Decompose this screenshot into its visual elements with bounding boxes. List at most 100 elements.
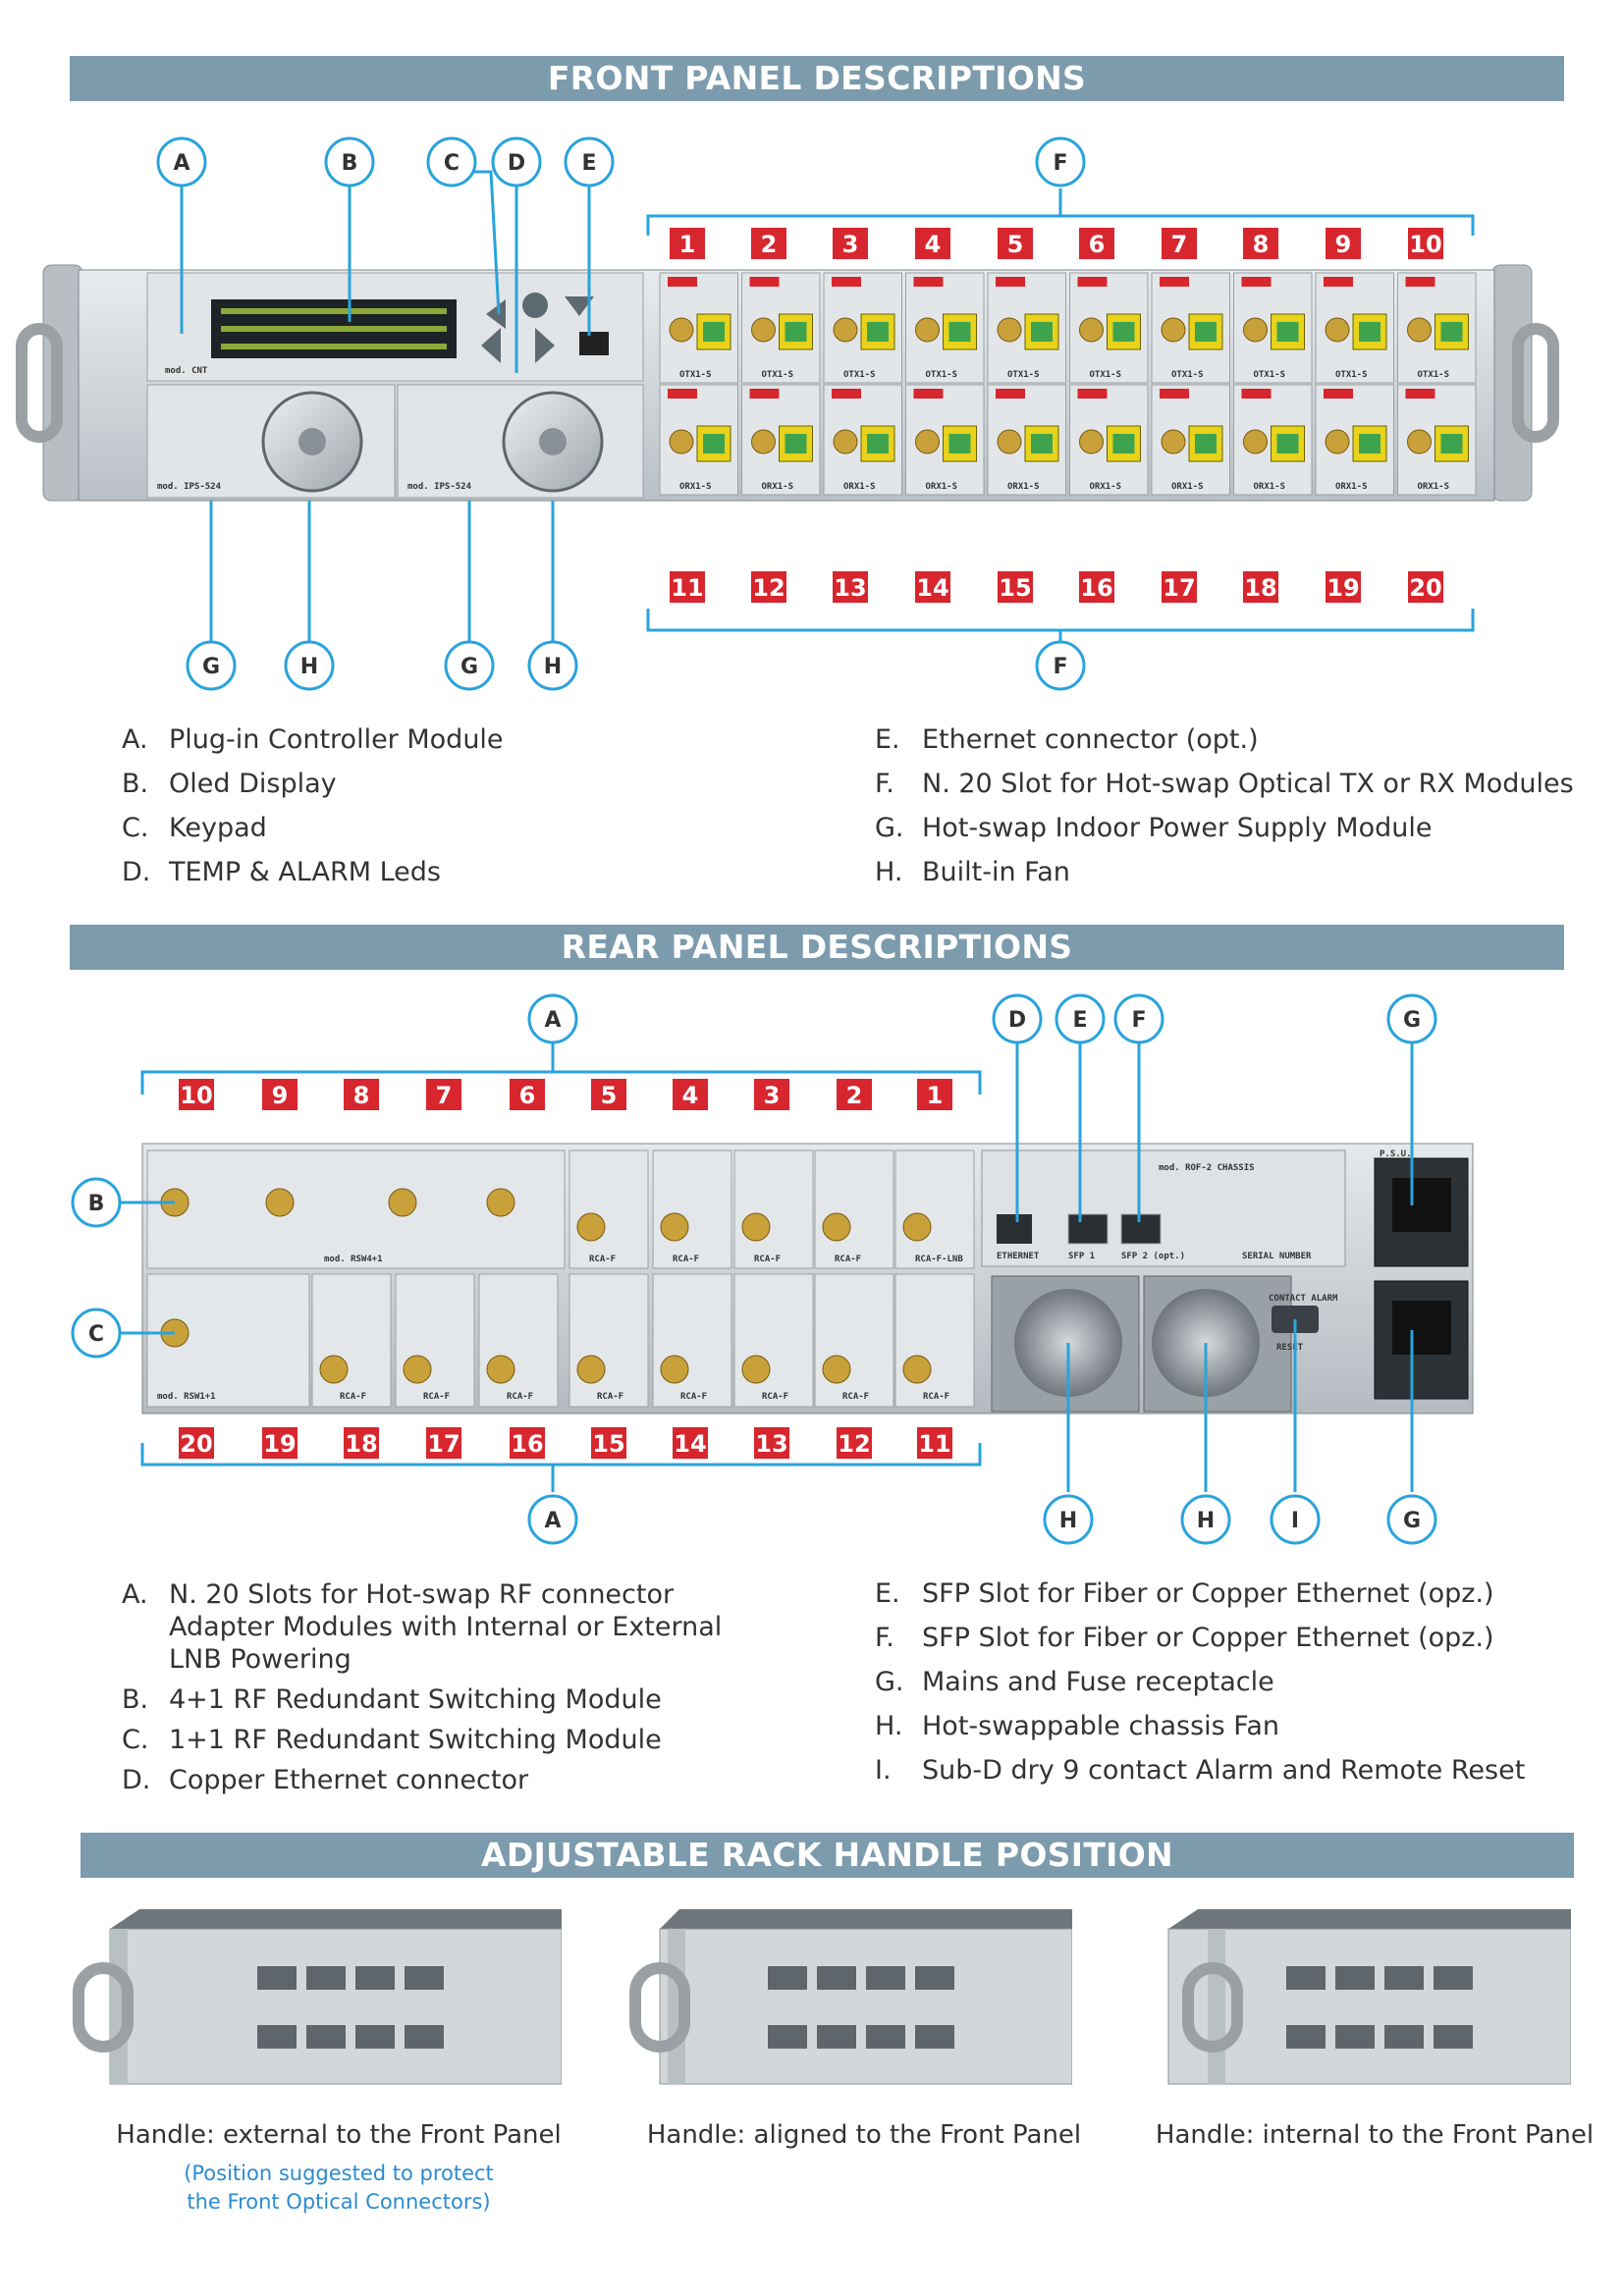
- slot-number-8: 8: [1243, 228, 1278, 259]
- svg-text:F: F: [1053, 655, 1067, 679]
- slot-number-13: 13: [833, 571, 868, 603]
- optical-tx-slot: OTX1-S: [1151, 272, 1230, 384]
- svg-text:G: G: [202, 655, 220, 679]
- front-item-g: G.Hot-swap Indoor Power Supply Module: [875, 813, 1433, 843]
- handle-note-line-2: the Front Optical Connectors): [187, 2190, 491, 2214]
- rear-item-i: I.Sub-D dry 9 contact Alarm and Remote R…: [875, 1755, 1526, 1786]
- svg-text:ORX1-S: ORX1-S: [843, 482, 876, 492]
- svg-text:RCA-F: RCA-F: [680, 1392, 707, 1402]
- svg-text:7: 7: [436, 1082, 453, 1109]
- rf-adapter-slots: mod. RSW4+1 mod. RSW1+1 RCA-F RCA-F RCA-F RCA…: [146, 1149, 975, 1408]
- svg-text:OTX1-S: OTX1-S: [1335, 370, 1368, 380]
- svg-text:RCA-F-LNB: RCA-F-LNB: [915, 1255, 963, 1264]
- rca-module: RCA-F: [814, 1149, 894, 1269]
- svg-text:mod. IPS-524: mod. IPS-524: [407, 482, 472, 492]
- slot-number-18: 18: [1243, 571, 1278, 603]
- svg-text:G: G: [460, 655, 478, 679]
- svg-text:2: 2: [761, 231, 778, 258]
- rear-slot-number-4: 4: [673, 1079, 708, 1110]
- slot-number-11: 11: [670, 571, 705, 603]
- front-item-b: B.Oled Display: [122, 769, 337, 799]
- svg-text:1: 1: [927, 1082, 944, 1109]
- svg-text:mod. RSW4+1: mod. RSW4+1: [324, 1255, 383, 1264]
- svg-text:SFP 1: SFP 1: [1068, 1252, 1095, 1261]
- optical-slots: OTX1-SORX1-SOTX1-SORX1-SOTX1-SORX1-SOTX1…: [659, 272, 1477, 496]
- front-callout-d: D: [491, 136, 542, 187]
- rear-slot-number-13: 13: [754, 1427, 789, 1459]
- front-f-bracket: [646, 188, 1475, 648]
- slot-number-16: 16: [1079, 571, 1114, 603]
- svg-text:19: 19: [1326, 574, 1359, 602]
- rear-panel-figure: mod. RSW4+1 mod. RSW1+1 RCA-F RCA-F RCA-F RCA…: [71, 993, 1474, 1545]
- svg-text:16: 16: [511, 1430, 543, 1458]
- svg-text:12: 12: [752, 574, 785, 602]
- svg-text:ORX1-S: ORX1-S: [1090, 482, 1122, 492]
- svg-text:RCA-F: RCA-F: [842, 1392, 869, 1402]
- svg-text:D: D: [508, 151, 525, 176]
- slot-number-14: 14: [915, 571, 950, 603]
- front-item-e: E.Ethernet connector (opt.): [875, 724, 1259, 755]
- rear-callout-b: B: [71, 1177, 122, 1228]
- rear-leader-lines: [118, 1041, 1414, 1492]
- svg-text:ORX1-S: ORX1-S: [1007, 482, 1040, 492]
- svg-text:ORX1-S: ORX1-S: [679, 482, 712, 492]
- svg-text:8: 8: [1253, 231, 1270, 258]
- front-callout-g: G: [186, 640, 237, 691]
- svg-text:CONTACT ALARM: CONTACT ALARM: [1269, 1294, 1338, 1304]
- svg-text:18: 18: [345, 1430, 377, 1458]
- svg-text:RCA-F: RCA-F: [589, 1255, 616, 1264]
- svg-text:20: 20: [1409, 574, 1441, 602]
- svg-text:17: 17: [427, 1430, 460, 1458]
- svg-text:RCA-F: RCA-F: [673, 1255, 699, 1264]
- slot-number-4: 4: [915, 228, 950, 259]
- svg-text:12: 12: [838, 1430, 870, 1458]
- rear-slot-number-12: 12: [837, 1427, 872, 1459]
- svg-text:F: F: [1053, 151, 1067, 176]
- handle-aligned-photo: [629, 1909, 1072, 2085]
- svg-text:14: 14: [674, 1430, 706, 1458]
- rsw1-module: mod. RSW1+1: [146, 1273, 310, 1408]
- svg-text:B: B: [342, 151, 358, 176]
- optical-rx-slot: ORX1-S: [1315, 384, 1394, 496]
- optical-tx-slot: OTX1-S: [987, 272, 1066, 384]
- slot-number-7: 7: [1162, 228, 1197, 259]
- front-callout-g: G: [444, 640, 495, 691]
- slot-number-3: 3: [833, 228, 868, 259]
- rear-callout-h: H: [1043, 1494, 1094, 1545]
- svg-text:H: H: [1197, 1509, 1215, 1533]
- rca-module: RCA-F-LNB: [894, 1149, 975, 1269]
- front-callout-a: A: [156, 136, 207, 187]
- svg-text:ORX1-S: ORX1-S: [1254, 482, 1286, 492]
- rear-item-a: A.N. 20 Slots for Hot-swap RF connector …: [122, 1579, 723, 1675]
- svg-text:19: 19: [263, 1430, 296, 1458]
- slot-number-10: 10: [1408, 228, 1443, 259]
- svg-text:RCA-F: RCA-F: [340, 1392, 366, 1402]
- rear-callout-g: G: [1386, 993, 1437, 1044]
- handle-external-photo: [73, 1909, 562, 2085]
- front-item-f: F.N. 20 Slot for Hot-swap Optical TX or …: [875, 769, 1574, 799]
- optical-tx-slot: OTX1-S: [905, 272, 985, 384]
- svg-text:mod. RSW1+1: mod. RSW1+1: [157, 1392, 216, 1402]
- rear-callout-a: A: [527, 993, 578, 1044]
- optical-rx-slot: ORX1-S: [905, 384, 985, 496]
- svg-text:C: C: [444, 151, 460, 176]
- psu-module-1: mod. IPS-524: [146, 384, 396, 499]
- rear-slot-number-15: 15: [591, 1427, 626, 1459]
- optical-rx-slot: ORX1-S: [1397, 384, 1477, 496]
- optical-rx-slot: ORX1-S: [659, 384, 738, 496]
- svg-text:RCA-F: RCA-F: [423, 1392, 450, 1402]
- svg-text:RESET: RESET: [1276, 1343, 1304, 1353]
- optical-tx-slot: OTX1-S: [823, 272, 902, 384]
- svg-text:5: 5: [601, 1082, 618, 1109]
- optical-rx-slot: ORX1-S: [1151, 384, 1230, 496]
- rear-callout-i: I: [1270, 1494, 1321, 1545]
- rear-panel-title: REAR PANEL DESCRIPTIONS: [70, 925, 1564, 970]
- psu-module-2: mod. IPS-524: [397, 384, 644, 499]
- svg-text:C: C: [88, 1322, 104, 1347]
- svg-text:RCA-F: RCA-F: [507, 1392, 533, 1402]
- svg-text:OTX1-S: OTX1-S: [1090, 370, 1122, 380]
- rear-slot-number-7: 7: [426, 1079, 461, 1110]
- svg-text:I: I: [1291, 1509, 1299, 1533]
- handle-position-title: ADJUSTABLE RACK HANDLE POSITION: [81, 1833, 1574, 1878]
